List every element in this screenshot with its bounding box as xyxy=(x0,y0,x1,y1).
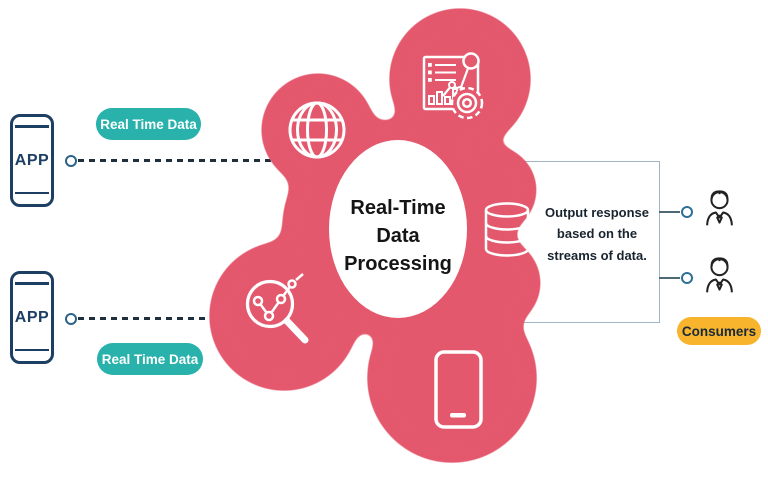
phone-bottom-line xyxy=(15,191,49,194)
output-connector-line-top xyxy=(659,211,680,213)
database-icon xyxy=(484,202,530,257)
diagram-title: Real-Time Data Processing xyxy=(344,197,452,275)
output-response-text: Output response based on the streams of … xyxy=(544,205,649,263)
connector-origin-dot-bottom xyxy=(65,312,77,325)
data-search-icon xyxy=(245,273,309,344)
dashed-connector-top xyxy=(78,159,286,162)
app-phone-icon-top: APP xyxy=(10,114,54,207)
consumers-badge: Consumers xyxy=(677,317,761,345)
smartphone-icon xyxy=(434,350,483,429)
blob-lobes xyxy=(210,9,540,462)
output-connector-dot-bottom xyxy=(681,272,693,284)
globe-icon xyxy=(288,101,346,159)
realtime-badge-top: Real Time Data xyxy=(96,108,201,140)
consumer-person-icon-top xyxy=(706,190,733,226)
connector-origin-dot-top xyxy=(65,154,77,167)
consumer-person-icon-bottom xyxy=(706,257,733,293)
app-label-top: APP xyxy=(14,151,50,169)
output-connector-line-bottom xyxy=(659,277,680,279)
app-phone-icon-bottom: APP xyxy=(10,271,54,364)
phone-top-line xyxy=(15,125,49,128)
dashed-connector-bottom xyxy=(78,317,221,320)
phone-bottom-line xyxy=(15,348,49,351)
app-label-bottom: APP xyxy=(14,308,50,326)
output-connector-dot-top xyxy=(681,206,693,218)
phone-top-line xyxy=(15,282,49,285)
realtime-badge-bottom: Real Time Data xyxy=(97,343,203,375)
analytics-dashboard-icon xyxy=(422,52,484,120)
center-circle xyxy=(329,140,467,318)
